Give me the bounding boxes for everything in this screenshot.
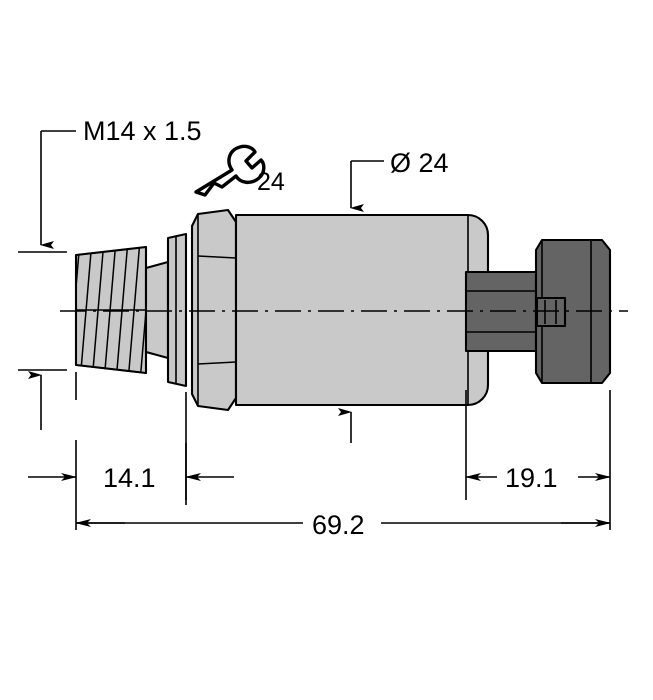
wrench-size-label: 24 — [257, 168, 285, 196]
part-assembly — [60, 208, 628, 412]
thread-callout — [18, 130, 76, 253]
connector-keyway — [535, 296, 567, 328]
wrench-callout — [194, 144, 266, 197]
diameter-callout — [350, 160, 384, 212]
dimension-19-1-label: 19.1 — [505, 463, 558, 493]
dimension-69-2-label: 69.2 — [312, 510, 365, 540]
dimension-14-1 — [28, 372, 234, 530]
dimension-14-1-label: 14.1 — [103, 463, 156, 493]
dimension-19-1 — [465, 390, 611, 530]
shoulder — [144, 260, 170, 360]
diameter-callout-label: Ø 24 — [390, 148, 449, 178]
stud-bottom-extension — [18, 369, 67, 430]
hex-nut — [190, 208, 238, 412]
sensor-body — [234, 213, 490, 407]
thread-callout-label: M14 x 1.5 — [83, 116, 202, 146]
wrench-icon — [194, 144, 266, 197]
collar — [166, 232, 188, 388]
